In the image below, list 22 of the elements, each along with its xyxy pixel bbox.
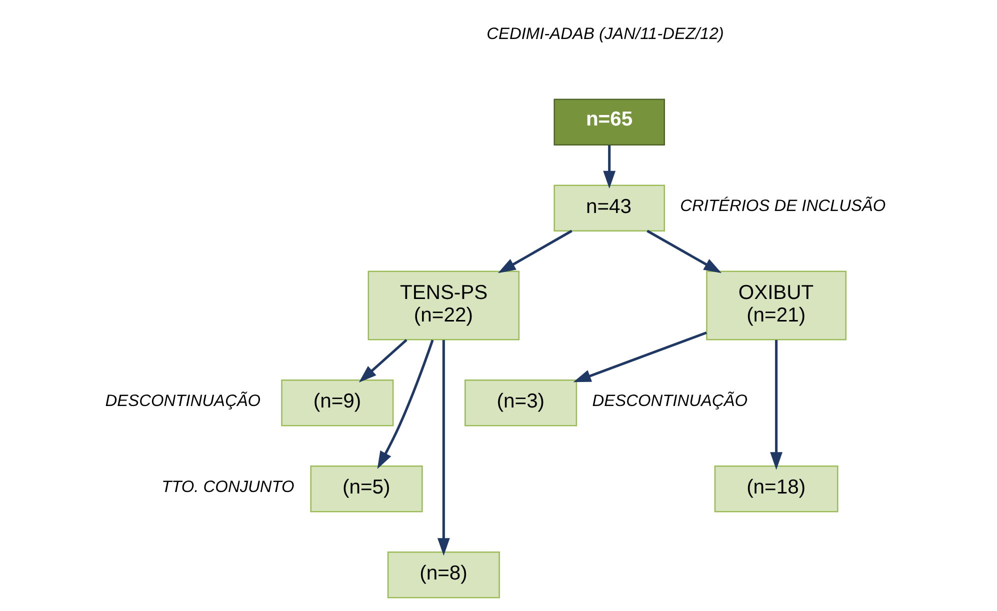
node-label: CRITÉRIOS DE INCLUSÃO	[680, 197, 886, 216]
node-box: (n=18)	[714, 466, 838, 512]
arrow	[646, 230, 722, 274]
node-box: (n=8)	[386, 552, 500, 598]
node-box: TENS-PS (n=22)	[367, 270, 520, 340]
node-label: CEDIMI-ADAB (JAN/11-DEZ/12)	[486, 25, 724, 44]
node-label: TTO. CONJUNTO	[161, 478, 294, 496]
arrow	[376, 340, 434, 469]
node-box: OXIBUT (n=21)	[706, 270, 846, 340]
arrow	[436, 340, 450, 556]
node-box: (n=5)	[310, 466, 422, 512]
arrow	[602, 145, 616, 189]
arrow	[572, 332, 706, 382]
node-box: (n=3)	[464, 380, 577, 426]
arrow	[770, 340, 782, 470]
arrow	[358, 339, 407, 382]
arrow	[497, 230, 572, 274]
node-box: (n=9)	[280, 380, 394, 426]
node-label: DESCONTINUAÇÃO	[104, 392, 260, 410]
node-box: n=43	[553, 184, 664, 232]
node-label: DESCONTINUAÇÃO	[592, 392, 748, 410]
node-box: n=65	[553, 98, 664, 146]
